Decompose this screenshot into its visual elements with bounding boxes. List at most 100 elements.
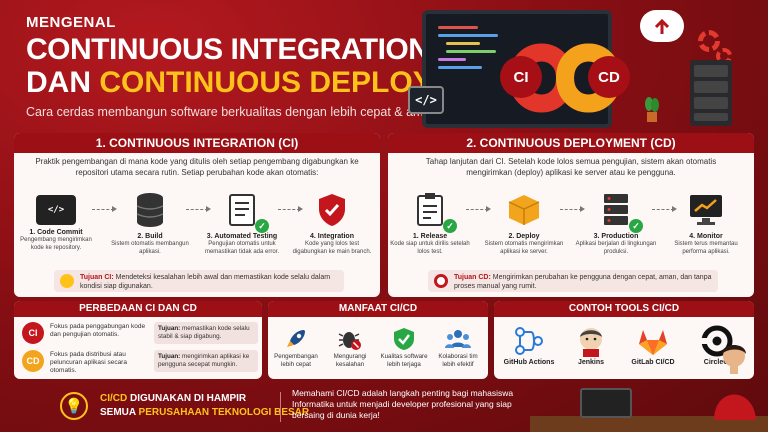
code-laptop-icon: </> xyxy=(408,86,444,114)
step-title: 3. Automated Testing xyxy=(206,233,278,240)
server-icon: ✓ xyxy=(594,191,643,233)
manfaat-item: Pengembangan lebih cepat xyxy=(270,327,322,368)
cd-step-deploy: 2. Deploy Sistem otomatis mengirimkan ap… xyxy=(482,191,566,256)
cd-goal-label: Tujuan CD: xyxy=(454,274,491,281)
developer-illustration xyxy=(714,345,756,420)
flow-arrow xyxy=(560,206,585,212)
cd-step-release: ✓ 1. Release Kode siap untuk dirilis set… xyxy=(388,191,472,256)
footer-text: SEMUA xyxy=(100,407,136,418)
perbedaan-title: PERBEDAAN CI DAN CD xyxy=(14,301,262,317)
tools-panel: CONTOH TOOLS CI/CD GitHub Actions Jenkin… xyxy=(494,301,754,379)
footer-text: DIGUNAKAN DI HAMPIR xyxy=(130,393,247,404)
gitlab-icon xyxy=(636,325,670,357)
infinity-loop-icon xyxy=(508,43,622,113)
step-desc: Kode yang lolos test digabungkan ke main… xyxy=(292,241,372,255)
perbedaan-row-ci: CI Fokus pada penggabungan kode dan peng… xyxy=(18,321,258,345)
manfaat-item: Mengurangi kesalahan xyxy=(324,327,376,368)
perbedaan-row-cd: CD Fokus pada distribusi atau peluncuran… xyxy=(18,349,258,374)
header-kicker: MENGENAL xyxy=(26,14,116,31)
ci-step-code-commit: </> 1. Code Commit Pengembang mengirimka… xyxy=(14,191,98,252)
flow-arrow xyxy=(652,206,677,212)
manfaat-item: Kualitas software lebih terjaga xyxy=(378,327,430,368)
cd-badge: CD xyxy=(588,56,630,98)
manfaat-label: Kualitas software lebih terjaga xyxy=(380,353,428,368)
step-title: 2. Deploy xyxy=(508,233,540,240)
goal-text: mengirimkan aplikasi ke pengguna secepat… xyxy=(158,353,250,368)
ci-circle-badge: CI xyxy=(22,322,44,344)
ci-goal: Tujuan CI: Mendeteksi kesalahan lebih aw… xyxy=(54,270,344,292)
tools-title: CONTOH TOOLS CI/CD xyxy=(494,301,754,317)
perbedaan-panel: PERBEDAAN CI DAN CD CI Fokus pada pengga… xyxy=(14,301,262,379)
flow-arrow xyxy=(466,206,491,212)
rocket-icon xyxy=(283,327,309,351)
step-desc: Kode siap untuk dirilis setelah lolos te… xyxy=(390,241,470,255)
cd-goal-text: Mengirimkan perubahan ke pengguna dengan… xyxy=(454,274,712,290)
plant-icon xyxy=(645,97,659,122)
footer-highlight: CI/CD xyxy=(100,393,128,404)
manfaat-title: MANFAAT CI/CD xyxy=(268,301,488,317)
lightbulb-icon xyxy=(60,274,74,288)
manfaat-panel: MANFAAT CI/CD Pengembangan lebih cepat M… xyxy=(268,301,488,379)
monitor-chart-icon xyxy=(684,191,728,229)
step-title: 1. Code Commit xyxy=(29,229,83,236)
cd-step-production: ✓ 3. Production Aplikasi berjalan di lin… xyxy=(574,191,658,256)
step-desc: Sistem otomatis membangun aplikasi. xyxy=(111,241,189,255)
tool-item: Jenkins xyxy=(560,325,622,366)
ci-badge: CI xyxy=(500,56,542,98)
perbedaan-ci-focus: Fokus pada penggabungan kode dan penguji… xyxy=(50,323,146,338)
package-icon xyxy=(502,191,546,229)
database-icon xyxy=(128,191,172,229)
step-desc: Sistem terus memantau performa aplikasi. xyxy=(674,241,738,255)
desk-illustration xyxy=(530,416,768,432)
tool-label: GitLab CI/CD xyxy=(631,359,675,366)
server-rack-icon xyxy=(690,60,732,126)
flow-arrow xyxy=(92,206,117,212)
ci-steps: </> 1. Code Commit Pengembang mengirimka… xyxy=(14,191,380,267)
shield-check-icon xyxy=(391,327,417,351)
lightbulb-icon: 💡 xyxy=(60,392,88,420)
manfaat-item: Kolaborasi tim lebih efektif xyxy=(432,327,484,368)
cd-step-monitor: 4. Monitor Sistem terus memantau perform… xyxy=(664,191,748,256)
perbedaan-cd-focus: Fokus pada distribusi atau peluncuran ap… xyxy=(50,351,127,374)
footer-divider xyxy=(280,392,281,422)
ci-goal-text: Mendeteksi kesalahan lebih awal dan mema… xyxy=(80,274,331,290)
check-icon: ✓ xyxy=(629,219,643,233)
jenkins-icon xyxy=(574,325,608,357)
goal-text: memastikan kode selalu stabil & siap dig… xyxy=(158,325,250,340)
footer-headline-line2: SEMUA PERUSAHAAN TEKNOLOGI BESAR xyxy=(100,407,309,418)
flow-arrow xyxy=(186,206,211,212)
step-title: 4. Monitor xyxy=(689,233,723,240)
ci-step-build: 2. Build Sistem otomatis membangun aplik… xyxy=(108,191,192,256)
ci-step-automated-testing: ✓ 3. Automated Testing Pengujian otomati… xyxy=(200,191,284,256)
checklist-icon: ✓ xyxy=(220,191,269,233)
step-desc: Pengembang mengirimkan kode ke repositor… xyxy=(20,237,92,251)
goal-label: Tujuan: xyxy=(158,353,181,360)
target-icon xyxy=(434,274,448,288)
cd-panel-title: 2. CONTINUOUS DEPLOYMENT (CD) xyxy=(388,133,754,153)
perbedaan-cd-goal: Tujuan: mengirimkan aplikasi ke pengguna… xyxy=(154,350,258,372)
cd-steps: ✓ 1. Release Kode siap untuk dirilis set… xyxy=(388,191,754,267)
cd-description: Tahap lanjutan dari CI. Setelah kode lol… xyxy=(425,157,717,177)
step-title: 1. Release xyxy=(412,233,448,240)
bug-icon xyxy=(337,327,363,351)
step-title: 4. Integration xyxy=(310,233,354,240)
gear-icon xyxy=(698,30,720,52)
tool-label: Jenkins xyxy=(577,359,605,366)
check-icon: ✓ xyxy=(443,219,457,233)
tool-label: CircleCI xyxy=(703,359,731,366)
footer-message: Memahami CI/CD adalah langkah penting ba… xyxy=(292,388,514,420)
cd-goal: Tujuan CD: Mengirimkan perubahan ke peng… xyxy=(428,270,718,292)
circleci-icon xyxy=(700,325,734,357)
tool-item: GitHub Actions xyxy=(498,325,560,366)
manfaat-label: Mengurangi kesalahan xyxy=(333,353,367,368)
cd-circle-badge: CD xyxy=(22,350,44,372)
ci-step-integration: 4. Integration Kode yang lolos test diga… xyxy=(290,191,374,256)
github-actions-icon xyxy=(512,325,546,357)
ci-goal-label: Tujuan CI: xyxy=(80,274,114,281)
ci-panel: 1. CONTINUOUS INTEGRATION (CI) Praktik p… xyxy=(14,133,380,297)
goal-label: Tujuan: xyxy=(158,325,181,332)
step-title: 2. Build xyxy=(137,233,163,240)
step-desc: Aplikasi berjalan di lingkungan produksi… xyxy=(575,241,657,255)
perbedaan-ci-goal: Tujuan: memastikan kode selalu stabil & … xyxy=(154,322,258,344)
step-desc: Pengujian otomatis untuk memastikan tida… xyxy=(204,241,280,255)
